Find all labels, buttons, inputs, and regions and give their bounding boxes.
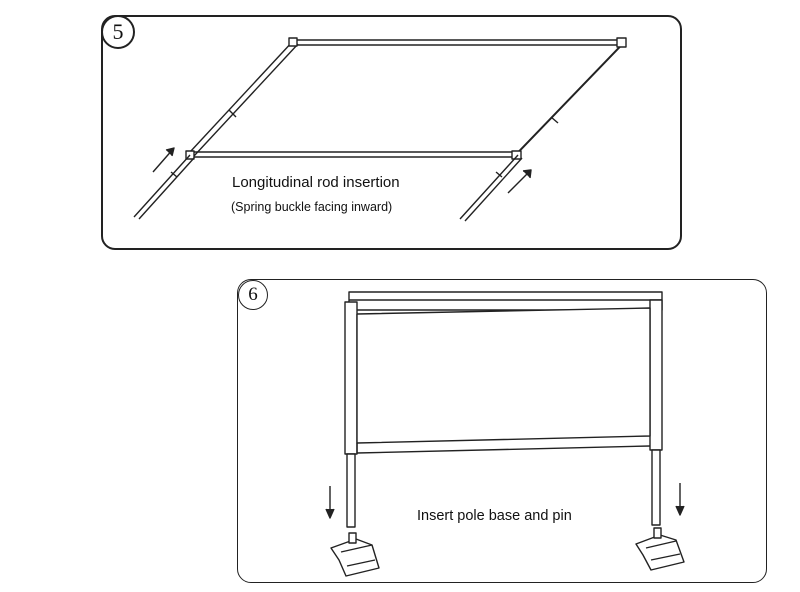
- step-5-note: (Spring buckle facing inward): [231, 200, 393, 214]
- step-6-down-arrow-right: [675, 483, 685, 516]
- step-6-frame-drawing: [330, 291, 685, 577]
- step-5-frame-drawing: [133, 37, 627, 222]
- step-5-number-badge: 5: [101, 15, 135, 49]
- step-6-number-badge: 6: [238, 280, 268, 310]
- step-5-caption: Longitudinal rod insertion: [232, 174, 400, 191]
- step-5-panel: [101, 15, 682, 250]
- step-5-insert-arrow-left: [152, 147, 175, 173]
- step-6-down-arrow-left: [325, 486, 335, 519]
- step-5-insert-arrow-right: [507, 169, 532, 194]
- step-6-caption: Insert pole base and pin: [417, 508, 572, 524]
